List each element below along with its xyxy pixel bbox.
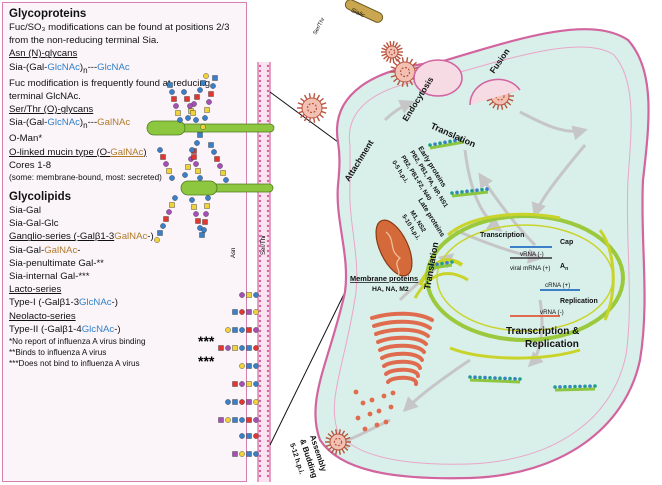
stars-no-binding-a: *** bbox=[198, 333, 215, 349]
membrane-lipid-dots bbox=[258, 64, 270, 478]
membrane-proteins-label: Membrane proteins bbox=[350, 274, 418, 283]
membrane-proteins-list: HA, NA, M2 bbox=[372, 286, 409, 293]
sia-gal-line: Sia-Gal bbox=[9, 205, 41, 217]
endoplasmic-reticulum bbox=[353, 311, 434, 432]
ser-thr-formula: Sia-(Gal-GlcNAc)n---GalNAc bbox=[9, 117, 131, 131]
crna-label: cRNA (+) bbox=[545, 282, 570, 289]
asn-label: Asn bbox=[231, 248, 237, 258]
zoom-line-top bbox=[269, 91, 339, 143]
type2-line: Type-II (-Galβ1-4GlcNAc-) bbox=[9, 323, 121, 335]
footnote-2: **Binds to influenza A virus bbox=[9, 348, 107, 358]
cap-label: Cap bbox=[560, 239, 573, 246]
nucleus bbox=[425, 212, 625, 360]
sia-gal-galnac-line: Sia-Gal-GalNAc- bbox=[9, 244, 81, 256]
replication-label: Replication bbox=[560, 298, 598, 305]
host-cell-inner-membrane bbox=[333, 46, 632, 465]
footnote-3: ***Does not bind to influenza A virus bbox=[9, 359, 140, 369]
o-man-line: O-Man* bbox=[9, 133, 43, 145]
asn-formula: Sia-(Gal-GlcNAc)n---GlcNAc bbox=[9, 61, 130, 75]
endosome bbox=[413, 59, 521, 106]
ribosome-polysomes bbox=[428, 137, 597, 392]
vrna-minus-label-2: vRNA (-) bbox=[540, 309, 564, 316]
stars-no-binding-b: *** bbox=[198, 353, 215, 369]
sialic-text: Sialic bbox=[350, 8, 366, 19]
ser-thr-label: Ser/Thr bbox=[261, 235, 267, 255]
type1-line: Type-I (-Galβ1-3GlcNAc-) bbox=[9, 297, 118, 309]
zoom-line-bottom bbox=[269, 291, 346, 446]
vrna-minus-label-1: vRNA (-) bbox=[520, 251, 544, 258]
transcription-replication-label-2: Replication bbox=[525, 339, 579, 350]
fuc-note: Fuc/SO₃ modifications can be found at po… bbox=[9, 22, 230, 47]
sia-gal-glc-line: Sia-Gal-Glc bbox=[9, 218, 59, 230]
footnote-1: *No report of influenza A virus binding bbox=[9, 337, 146, 347]
ser-thr-glycans-heading: Ser/Thr (O)-glycans bbox=[9, 104, 94, 116]
asn-glycans-heading: Asn (N)-glycans bbox=[9, 48, 78, 60]
ganglio-heading: Ganglio-series (-Galβ1-3GalNAc-) bbox=[9, 231, 154, 243]
glycan-legend-panel: Glycoproteins Fuc/SO₃ modifications can … bbox=[2, 2, 247, 482]
glycolipid-chains bbox=[218, 292, 259, 457]
transcription-label: Transcription bbox=[480, 232, 524, 239]
mitochondrion bbox=[375, 219, 413, 277]
membrane-strip bbox=[258, 62, 270, 482]
mucin-heading: O-linked mucin type (O-GalNAc) bbox=[9, 146, 147, 158]
cores-note: (some: membrane-bound, most: secreted) bbox=[9, 173, 162, 183]
glycan-trees bbox=[154, 73, 229, 243]
rna-strands bbox=[510, 246, 580, 317]
sialic-label-group: Sialic Ser/Thr bbox=[312, 0, 384, 36]
an-label: An bbox=[560, 263, 568, 272]
viral-mrna-label: viral mRNA (+) bbox=[510, 265, 550, 272]
ser-thr-top-label: Ser/Thr bbox=[312, 17, 326, 36]
sia-internal-line: Sia-internal Gal-*** bbox=[9, 271, 90, 283]
neolacto-heading: Neolacto-series bbox=[9, 310, 76, 322]
host-cell bbox=[314, 28, 650, 480]
asn-fuc-note: Fuc modification is frequently found at … bbox=[9, 77, 211, 102]
cores-line: Cores 1-8 bbox=[9, 159, 52, 171]
golgi bbox=[413, 258, 469, 299]
sia-penultimate-line: Sia-penultimate Gal-** bbox=[9, 257, 104, 269]
glycolipids-heading: Glycolipids bbox=[9, 191, 71, 204]
transcription-replication-label-1: Transcription & bbox=[506, 326, 579, 337]
glycoproteins-heading: Glycoproteins bbox=[9, 8, 87, 20]
lacto-heading: Lacto-series bbox=[9, 284, 62, 296]
glycoprotein-bars bbox=[146, 120, 275, 196]
